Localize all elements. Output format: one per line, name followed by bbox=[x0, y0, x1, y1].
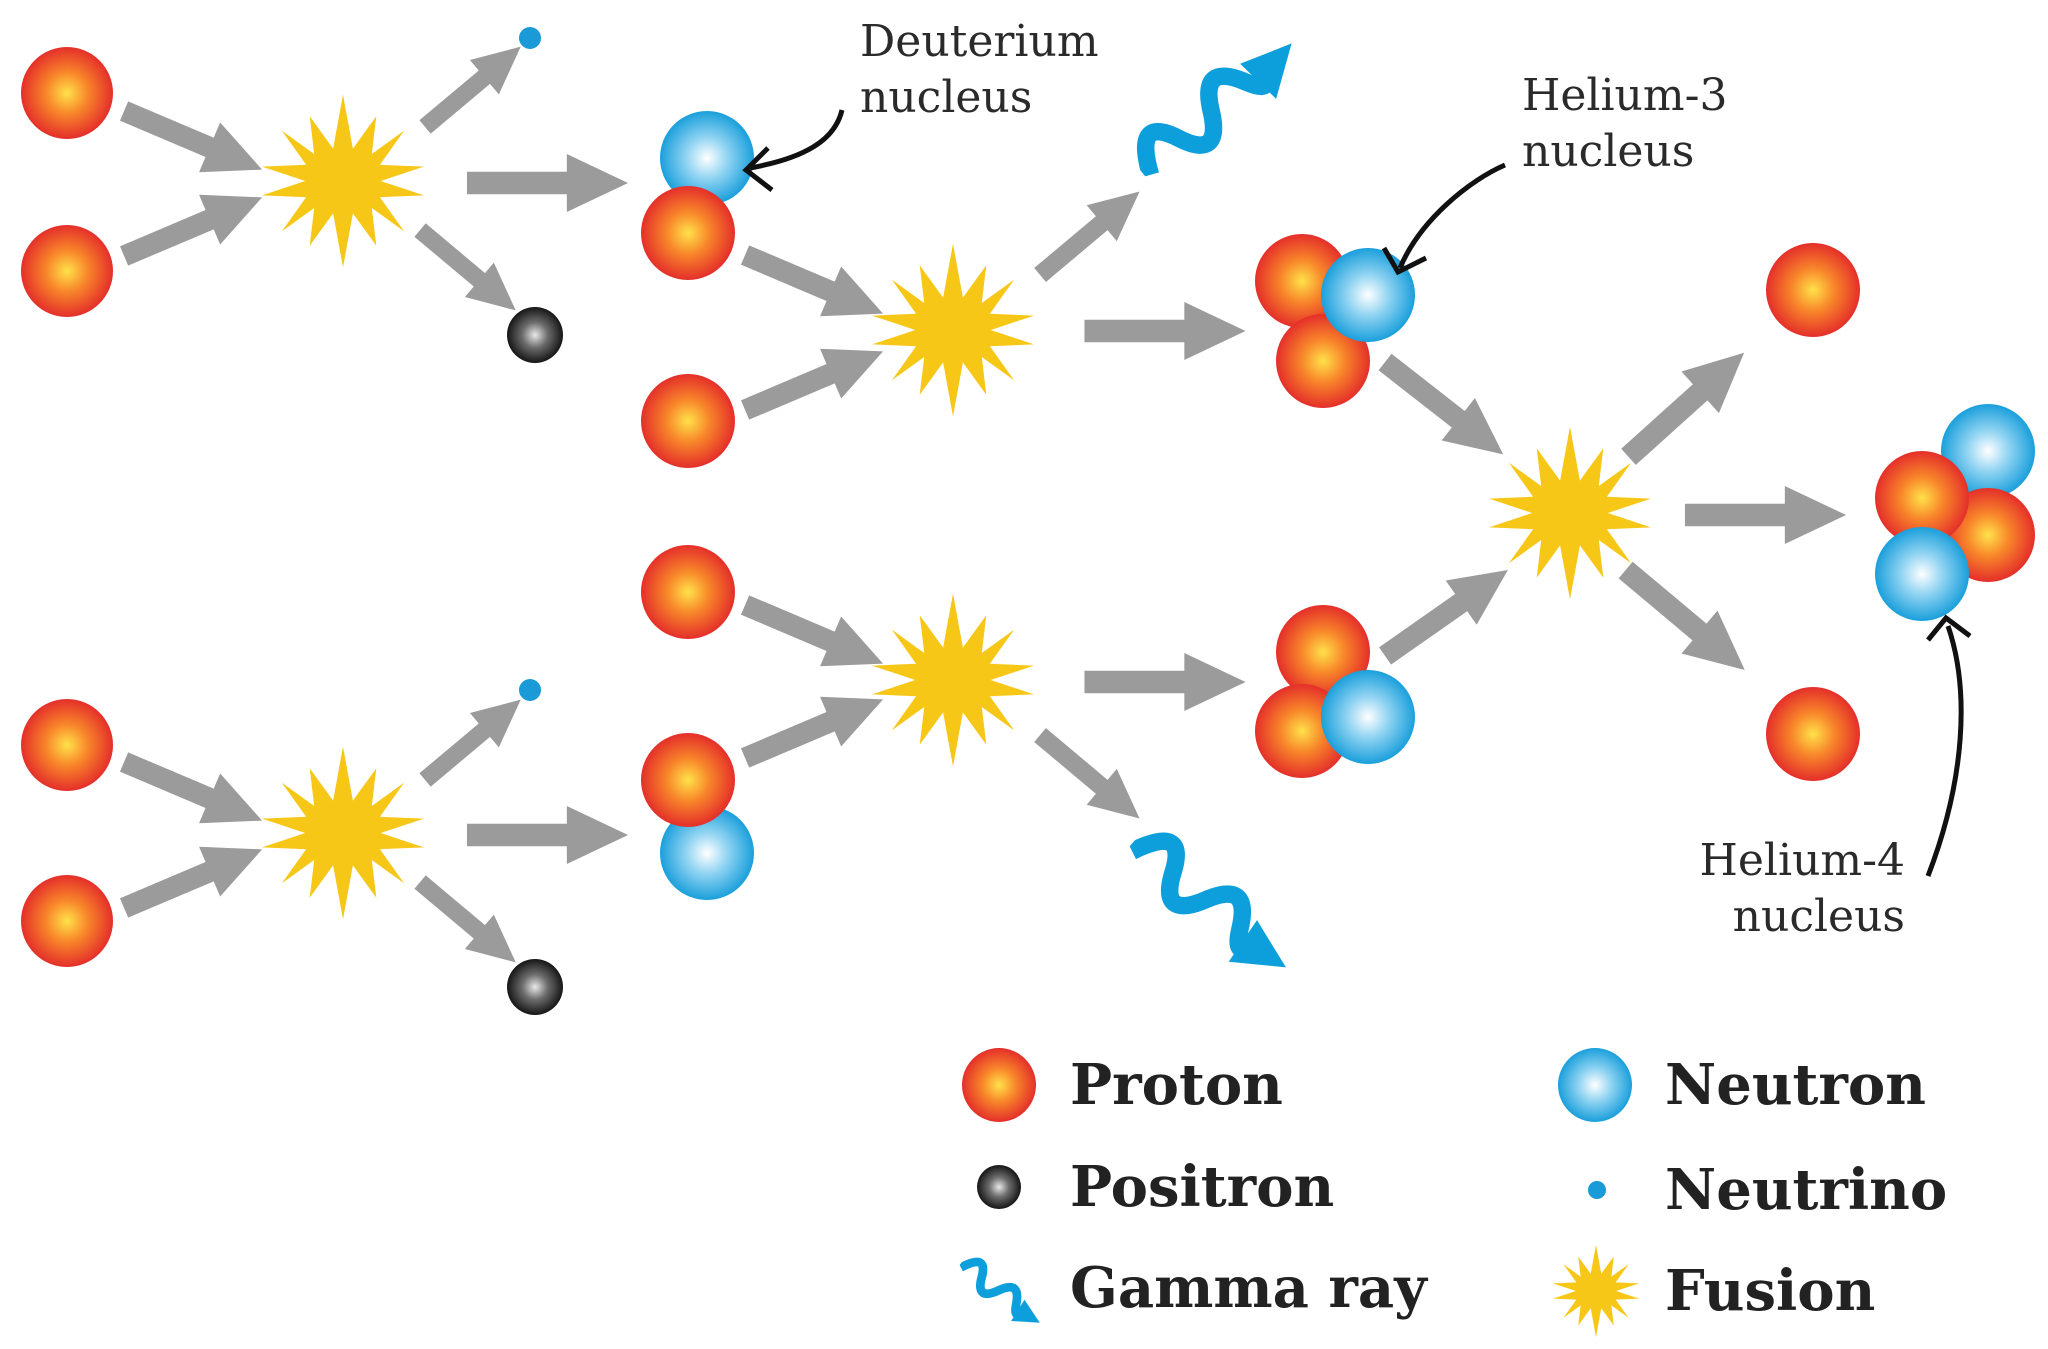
legend-neutron-label: Neutron bbox=[1665, 1052, 1926, 1118]
legend-positron-label: Positron bbox=[1070, 1154, 1334, 1220]
helium-3-label: Helium-3 nucleus bbox=[1381, 70, 1727, 276]
proton bbox=[641, 374, 735, 468]
legend-item-positron: Positron bbox=[977, 1154, 1334, 1220]
reaction-2-deuterium-proton-fusion bbox=[641, 26, 1313, 468]
proton bbox=[21, 875, 113, 967]
positron bbox=[507, 307, 563, 363]
helium-3-nucleus-top bbox=[1255, 234, 1415, 408]
deuterium-pointer-arrow bbox=[749, 109, 845, 171]
arrow bbox=[405, 864, 531, 980]
neutron bbox=[1321, 670, 1415, 764]
gamma-ray bbox=[1130, 26, 1313, 192]
arrow bbox=[405, 212, 531, 328]
gamma-ray bbox=[1118, 826, 1301, 992]
arrow bbox=[113, 172, 273, 281]
legend-item-neutrino: Neutrino bbox=[1588, 1157, 1947, 1223]
helium-3-nucleus-bottom bbox=[1255, 605, 1415, 778]
arrow bbox=[1084, 653, 1246, 711]
legend-neutron-swatch bbox=[1558, 1048, 1632, 1122]
arrow bbox=[1684, 486, 1847, 544]
arrow bbox=[1609, 331, 1763, 478]
arrow bbox=[734, 674, 894, 783]
helium-3-label-line2: nucleus bbox=[1522, 126, 1694, 177]
helium-4-nucleus bbox=[1875, 404, 2035, 621]
deuterium-pointer-head bbox=[742, 146, 774, 192]
proton bbox=[21, 699, 113, 791]
proton bbox=[1276, 314, 1370, 408]
helium-3-pointer-arrow bbox=[1397, 162, 1506, 269]
fusion-star bbox=[262, 94, 424, 268]
arrow bbox=[113, 737, 273, 846]
arrow bbox=[1368, 340, 1520, 476]
reaction-1-proton-fusion bbox=[21, 27, 629, 363]
legend-neutrino-label: Neutrino bbox=[1665, 1157, 1947, 1223]
arrow bbox=[1024, 173, 1155, 293]
proton bbox=[1766, 687, 1860, 781]
fusion-star bbox=[872, 243, 1034, 417]
legend-item-fusion: Fusion bbox=[1552, 1244, 1875, 1338]
arrow bbox=[410, 682, 536, 798]
legend-neutrino-swatch bbox=[1588, 1181, 1606, 1199]
arrow bbox=[113, 86, 273, 195]
helium-4-label-line1: Helium-4 bbox=[1700, 835, 1905, 886]
helium-3-label-line1: Helium-3 bbox=[1522, 70, 1727, 121]
reaction-2b-deuterium-proton-fusion bbox=[641, 545, 1300, 992]
fusion-star bbox=[262, 746, 424, 920]
neutron bbox=[660, 806, 754, 900]
deuterium-nucleus-bottom bbox=[641, 733, 754, 900]
legend-item-neutron: Neutron bbox=[1558, 1048, 1926, 1122]
reaction-3-helium-3-fusion bbox=[1368, 243, 1860, 781]
proton bbox=[21, 225, 113, 317]
neutron bbox=[660, 111, 754, 205]
helium-4-pointer-arrow bbox=[1925, 625, 1964, 877]
legend-item-gamma-ray: Gamma ray bbox=[954, 1255, 1428, 1336]
legend-gamma-ray-label: Gamma ray bbox=[1070, 1255, 1428, 1321]
arrow bbox=[466, 806, 629, 864]
reaction-1b-proton-fusion bbox=[21, 679, 629, 1015]
helium-4-label: Helium-4 nucleus bbox=[1700, 614, 1972, 942]
legend: Proton Neutron Positron Neutrino Gamma r… bbox=[954, 1048, 1947, 1337]
legend-fusion-swatch bbox=[1552, 1244, 1640, 1338]
deuterium-label: Deuterium nucleus bbox=[742, 16, 1099, 192]
legend-gamma-ray-swatch bbox=[954, 1255, 1047, 1336]
legend-fusion-label: Fusion bbox=[1665, 1258, 1875, 1324]
proton bbox=[641, 186, 735, 280]
proton bbox=[641, 733, 735, 827]
arrow bbox=[1369, 547, 1524, 679]
proton bbox=[1875, 451, 1969, 545]
proton bbox=[1766, 243, 1860, 337]
neutron bbox=[1941, 404, 2035, 498]
arrow bbox=[734, 580, 894, 689]
legend-positron-swatch bbox=[977, 1165, 1021, 1209]
neutron bbox=[1875, 527, 1969, 621]
deuterium-label-line2: nucleus bbox=[860, 72, 1032, 123]
legend-proton-label: Proton bbox=[1070, 1052, 1283, 1118]
proton bbox=[21, 47, 113, 139]
fusion-star bbox=[872, 593, 1034, 767]
positron bbox=[507, 959, 563, 1015]
legend-proton-swatch bbox=[962, 1048, 1036, 1122]
deuterium-label-line1: Deuterium bbox=[860, 16, 1099, 67]
arrow bbox=[734, 230, 894, 339]
arrow bbox=[1084, 302, 1246, 360]
arrow bbox=[1607, 548, 1763, 692]
proton bbox=[641, 545, 735, 639]
arrow bbox=[1024, 717, 1155, 837]
arrow bbox=[734, 326, 894, 435]
helium-4-pointer-head bbox=[1926, 614, 1972, 642]
neutrino bbox=[519, 679, 541, 701]
helium-4-label-line2: nucleus bbox=[1733, 891, 1905, 942]
legend-item-proton: Proton bbox=[962, 1048, 1283, 1122]
helium-3-pointer-head bbox=[1381, 246, 1428, 276]
arrow bbox=[466, 154, 629, 212]
arrow bbox=[410, 29, 536, 145]
arrow bbox=[113, 824, 273, 933]
deuterium-nucleus-top bbox=[641, 111, 754, 280]
neutron bbox=[1321, 248, 1415, 342]
neutrino bbox=[519, 27, 541, 49]
